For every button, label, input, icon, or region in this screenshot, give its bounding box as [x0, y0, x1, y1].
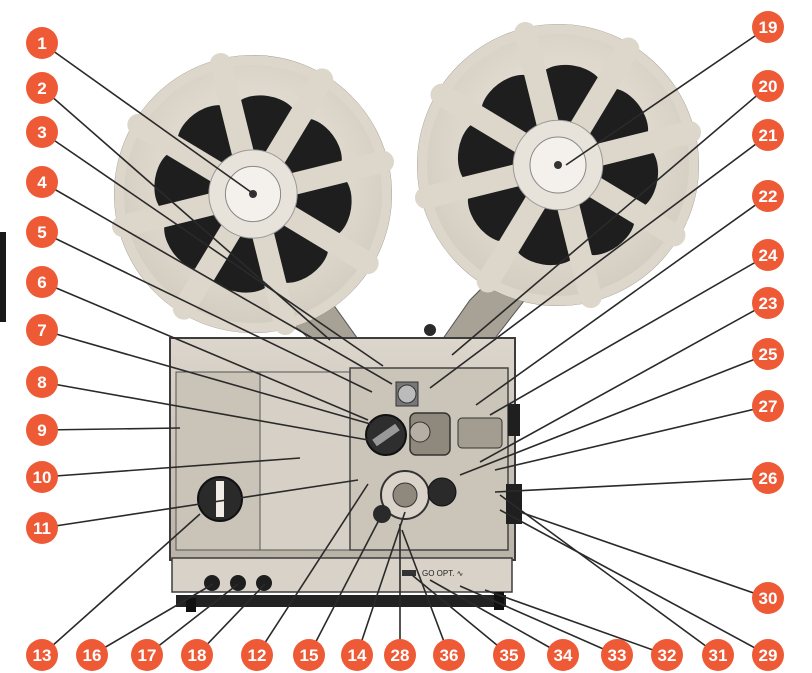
callout-badge: 25: [752, 338, 784, 370]
callout-badge: 36: [433, 639, 465, 671]
callout-badge: 7: [26, 314, 58, 346]
callout-label: 3: [37, 123, 46, 142]
callout-label: 5: [37, 223, 46, 242]
callout-badge: 14: [341, 639, 373, 671]
callout-badge: 27: [752, 390, 784, 422]
callout-label: 32: [658, 646, 677, 665]
callout-badge: 33: [601, 639, 633, 671]
callout-badge: 20: [752, 70, 784, 102]
callout-badge: 11: [26, 512, 58, 544]
sound-knob: [428, 478, 456, 506]
edge-strip: [0, 232, 6, 322]
callout-badge: 1: [26, 27, 58, 59]
callout-badge: 10: [26, 461, 58, 493]
callout-label: 22: [759, 187, 778, 206]
callout-badge: 4: [26, 166, 58, 198]
callout-badge: 31: [702, 639, 734, 671]
callout-badge: 28: [384, 639, 416, 671]
leader-line: [460, 586, 617, 655]
callout-label: 10: [33, 468, 52, 487]
callout-label: 16: [83, 646, 102, 665]
callout-badge: 6: [26, 266, 58, 298]
callout-label: 25: [759, 345, 778, 364]
callout-badge: 19: [752, 11, 784, 43]
small-knob: [373, 505, 391, 523]
callout-label: 4: [37, 173, 47, 192]
callout-label: 18: [188, 646, 207, 665]
callout-label: 6: [37, 273, 46, 292]
callout-label: 15: [300, 646, 319, 665]
leader-line: [520, 512, 768, 598]
callout-label: 11: [33, 519, 51, 538]
callout-badge: 34: [547, 639, 579, 671]
callout-label: 2: [37, 79, 46, 98]
callout-label: 17: [138, 646, 157, 665]
callout-badge: 13: [26, 639, 58, 671]
leader-line: [480, 303, 768, 462]
leader-line: [495, 406, 768, 470]
callout-label: 7: [37, 321, 46, 340]
lamp-cover: [260, 372, 355, 550]
callout-badge: 3: [26, 116, 58, 148]
callout-label: 34: [554, 646, 573, 665]
callout-badge: 29: [752, 639, 784, 671]
callout-label: 31: [709, 646, 728, 665]
callout-label: 24: [759, 246, 778, 265]
callout-label: 30: [759, 589, 778, 608]
callout-badge: 2: [26, 72, 58, 104]
reels: [115, 25, 698, 332]
callout-badge: 23: [752, 287, 784, 319]
leader-line: [500, 495, 718, 655]
callout-label: 9: [37, 421, 46, 440]
callout-badge: 12: [241, 639, 273, 671]
leader-line: [500, 510, 768, 655]
callout-badge: 16: [76, 639, 108, 671]
callout-badge: 9: [26, 414, 58, 446]
side-switch-upper: [508, 404, 520, 436]
base-shadow: [176, 595, 506, 607]
callout-label: 33: [608, 646, 627, 665]
mode-label: GO OPT. ∿: [422, 569, 463, 578]
callout-label: 20: [759, 77, 778, 96]
foot-left: [186, 598, 196, 612]
mode-switch-slot: [402, 570, 416, 576]
callout-label: 21: [759, 126, 778, 145]
callout-badge: 5: [26, 216, 58, 248]
callout-badge: 22: [752, 180, 784, 212]
callout-label: 23: [759, 294, 778, 313]
callout-badge: 21: [752, 119, 784, 151]
callout-badge: 32: [651, 639, 683, 671]
callout-label: 14: [348, 646, 367, 665]
arm-pivot: [424, 324, 436, 336]
callout-label: 19: [759, 18, 778, 37]
callout-label: 8: [37, 373, 46, 392]
leader-line: [42, 428, 180, 430]
callout-badge: 17: [131, 639, 163, 671]
takeup-reel: [418, 25, 698, 305]
callout-badge: 18: [181, 639, 213, 671]
callout-label: 28: [391, 646, 410, 665]
callout-badge: 24: [752, 239, 784, 271]
callout-label: 1: [37, 34, 46, 53]
callout-label: 29: [759, 646, 778, 665]
main-switch-indicator: [216, 481, 224, 517]
leader-line: [495, 478, 768, 492]
callout-badge: 35: [493, 639, 525, 671]
callout-label: 36: [440, 646, 459, 665]
callout-label: 35: [500, 646, 519, 665]
callout-label: 12: [248, 646, 267, 665]
callout-label: 13: [33, 646, 52, 665]
callout-badge: 8: [26, 366, 58, 398]
callout-badge: 15: [293, 639, 325, 671]
callout-label: 26: [759, 469, 778, 488]
lens-barrel: [458, 418, 502, 448]
control-knob-18: [256, 575, 272, 591]
callout-badge: 26: [752, 462, 784, 494]
callout-label: 27: [759, 397, 778, 416]
callout-badge: 30: [752, 582, 784, 614]
